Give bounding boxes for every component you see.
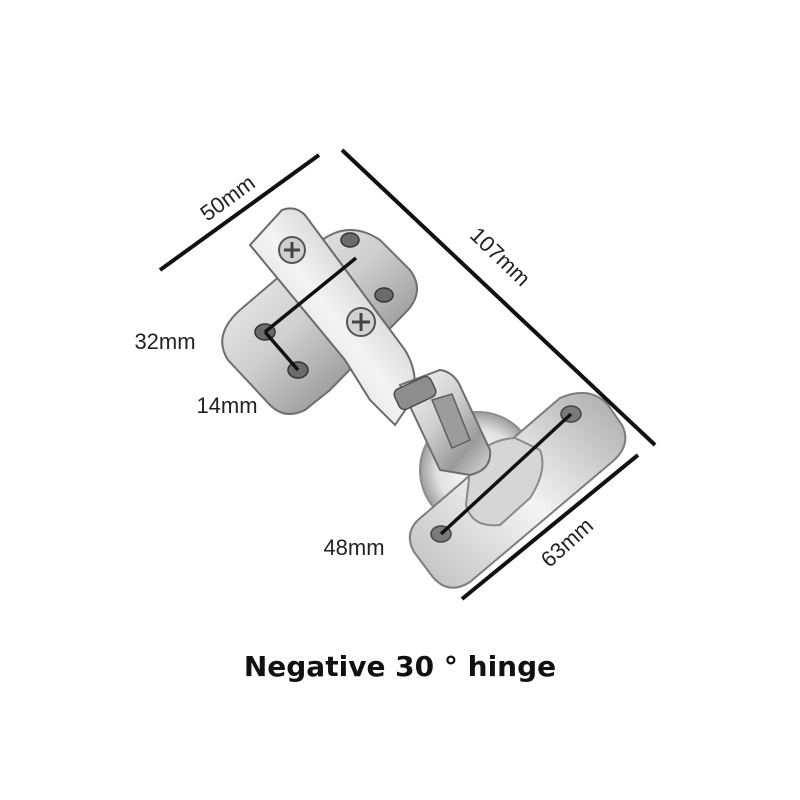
dim-line-50mm — [158, 153, 321, 272]
dimension-lines — [158, 148, 657, 601]
dim-label-48mm: 48mm — [323, 535, 384, 560]
dim-label-32mm: 32mm — [134, 329, 195, 354]
hole-spacing-lines — [263, 256, 573, 536]
dim-label-63mm: 63mm — [536, 513, 598, 572]
caption-title: Negative 30 ° hinge — [244, 650, 556, 683]
dim-line-14mm — [263, 330, 300, 372]
dim-line-107mm — [340, 148, 657, 447]
depth-screw-icon — [346, 307, 376, 337]
base-hole-icon — [374, 287, 394, 303]
dim-label-14mm: 14mm — [196, 393, 257, 418]
dim-label-50mm: 50mm — [196, 170, 260, 226]
dim-line-48mm — [439, 412, 573, 536]
dim-label-107mm: 107mm — [465, 222, 535, 291]
dim-line-32mm — [263, 256, 358, 334]
adjustment-screw-icon — [278, 236, 306, 264]
dim-line-63mm — [460, 453, 640, 601]
base-hole-icon — [340, 232, 360, 248]
